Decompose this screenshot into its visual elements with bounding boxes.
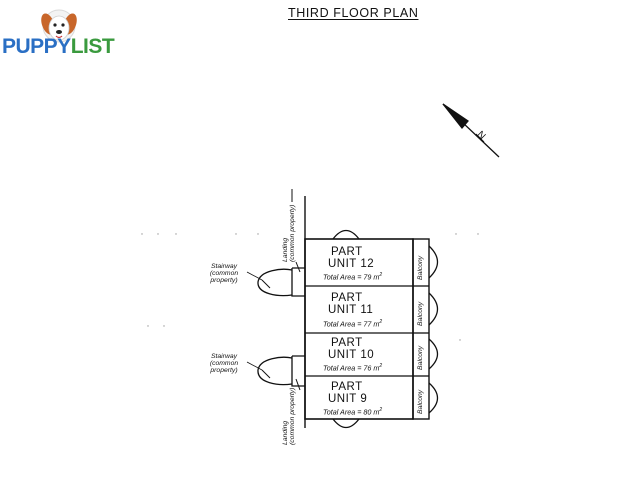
balcony-label-9: Balcony xyxy=(417,389,424,414)
unit-10-name: UNIT 10 xyxy=(328,349,375,361)
unit-9-area: Total Area = 80 m2 xyxy=(323,407,383,417)
logo-text-list: LIST xyxy=(70,35,115,58)
balcony-label-12: Balcony xyxy=(417,255,424,280)
plan-title: THIRD FLOOR PLAN xyxy=(288,6,419,20)
unit-11-area: Total Area = 77 m2 xyxy=(323,319,383,329)
unit-12-name: UNIT 12 xyxy=(328,258,375,270)
unit-10-area: Total Area = 76 m2 xyxy=(323,363,383,373)
unit-9-part: PART xyxy=(331,381,363,393)
balcony-label-11: Balcony xyxy=(417,301,424,326)
dog-icon xyxy=(41,9,77,43)
unit-11-name: UNIT 11 xyxy=(328,304,374,316)
unit-12-area: Total Area = 79 m2 xyxy=(323,272,383,282)
unit-10-part: PART xyxy=(331,337,363,349)
logo-text-puppy: PUPPY xyxy=(2,35,71,58)
landing-label-upper: Landing(common property) xyxy=(282,204,296,262)
north-arrow-icon xyxy=(442,103,500,158)
logo-wordmark: PUPPYLIST xyxy=(2,35,115,58)
unit-12-part: PART xyxy=(331,246,363,258)
unit-11-part: PART xyxy=(331,292,363,304)
landing-label-lower: Landing(common property) xyxy=(282,387,296,445)
unit-9-name: UNIT 9 xyxy=(328,393,368,405)
balcony-label-10: Balcony xyxy=(417,345,424,370)
